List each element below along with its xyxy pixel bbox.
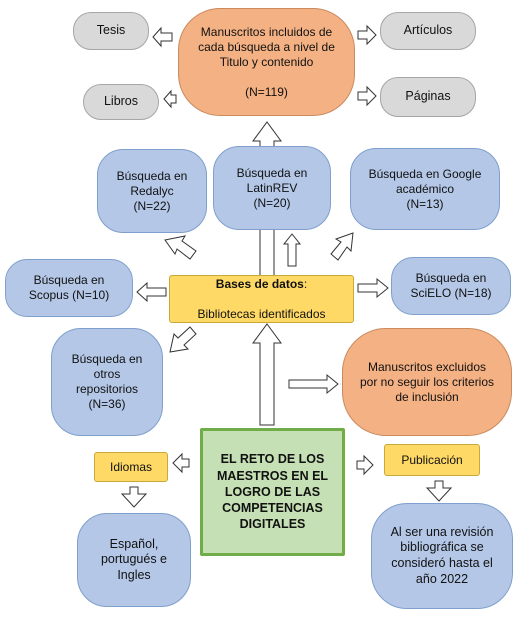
- main-topic-label: EL RETO DE LOS MAESTROS EN EL LOGRO DE L…: [216, 452, 329, 532]
- scielo-label: Búsqueda en SciELO (N=18): [410, 271, 492, 300]
- tesis-box: Tesis: [73, 12, 149, 50]
- arrow-to-paginas: [357, 85, 377, 107]
- redalyc-label: Búsqueda en Redalyc (N=22): [116, 168, 188, 213]
- excluded-label: Manuscritos excluidos por no seguir los …: [359, 359, 495, 404]
- arrow-publicacion-down: [425, 480, 453, 502]
- tesis-label: Tesis: [96, 23, 126, 38]
- redalyc-box: Búsqueda en Redalyc (N=22): [97, 149, 207, 233]
- articulos-box: Artículos: [380, 12, 476, 50]
- databases-text: Bases de datos: Bibliotecas identificado…: [197, 262, 325, 337]
- idiomas-value-box: Español, portugués e Ingles: [77, 513, 191, 607]
- main-topic-box: EL RETO DE LOS MAESTROS EN EL LOGRO DE L…: [200, 428, 345, 556]
- scielo-box: Búsqueda en SciELO (N=18): [391, 257, 511, 315]
- included-manuscripts-box: Manuscritos incluidos de cada búsqueda a…: [178, 8, 355, 116]
- paginas-label: Páginas: [405, 89, 451, 104]
- libros-box: Libros: [83, 84, 159, 120]
- included-title: Manuscritos incluidos de cada búsqueda a…: [198, 24, 335, 69]
- arrow-to-latinrev: [282, 233, 302, 267]
- arrow-to-tesis: [152, 26, 173, 48]
- publicacion-label: Publicación: [401, 452, 463, 467]
- google-label: Búsqueda en Google académico (N=13): [368, 166, 482, 211]
- databases-colon: :: [303, 276, 308, 291]
- arrow-to-articulos: [357, 24, 377, 46]
- arrow-to-publicacion: [356, 454, 374, 476]
- arrow-main-to-bases: [252, 323, 282, 426]
- arrow-to-google: [330, 232, 354, 261]
- otros-box: Búsqueda en otros repositorios (N=36): [51, 328, 163, 436]
- publicacion-box: Publicación: [384, 444, 480, 476]
- arrow-to-otros: [169, 326, 197, 353]
- included-manuscripts-text: Manuscritos incluidos de cada búsqueda a…: [189, 10, 344, 115]
- idiomas-label: Idiomas: [109, 459, 153, 474]
- libros-label: Libros: [103, 94, 139, 109]
- scopus-box: Búsqueda en Scopus (N=10): [5, 259, 133, 317]
- arrow-to-scopus: [136, 281, 167, 303]
- excluded-box: Manuscritos excluidos por no seguir los …: [342, 328, 512, 436]
- latinrev-label: Búsqueda en LatinREV (N=20): [236, 165, 308, 210]
- articulos-label: Artículos: [403, 23, 453, 38]
- arrow-to-redalyc: [164, 235, 197, 260]
- publicacion-value-box: Al ser una revisión bibliográfica se con…: [371, 503, 513, 609]
- scopus-label: Búsqueda en Scopus (N=10): [28, 273, 110, 302]
- idiomas-box: Idiomas: [94, 452, 168, 482]
- latinrev-box: Búsqueda en LatinREV (N=20): [213, 146, 331, 230]
- arrow-to-scielo: [357, 277, 389, 299]
- idiomas-value: Español, portugués e Ingles: [100, 536, 168, 582]
- arrow-to-excluded: [288, 373, 339, 395]
- otros-label: Búsqueda en otros repositorios (N=36): [71, 352, 143, 411]
- paginas-box: Páginas: [380, 77, 476, 117]
- arrow-to-libros: [163, 89, 177, 109]
- google-box: Búsqueda en Google académico (N=13): [350, 148, 500, 230]
- databases-sub: Bibliotecas identificados: [197, 306, 326, 321]
- arrow-idiomas-down: [120, 486, 148, 508]
- included-count: (N=119): [245, 84, 288, 99]
- publicacion-value: Al ser una revisión bibliográfica se con…: [390, 524, 494, 586]
- databases-box: Bases de datos: Bibliotecas identificado…: [169, 275, 354, 323]
- databases-label: Bases de datos: [215, 276, 304, 291]
- arrow-to-idiomas: [172, 452, 190, 474]
